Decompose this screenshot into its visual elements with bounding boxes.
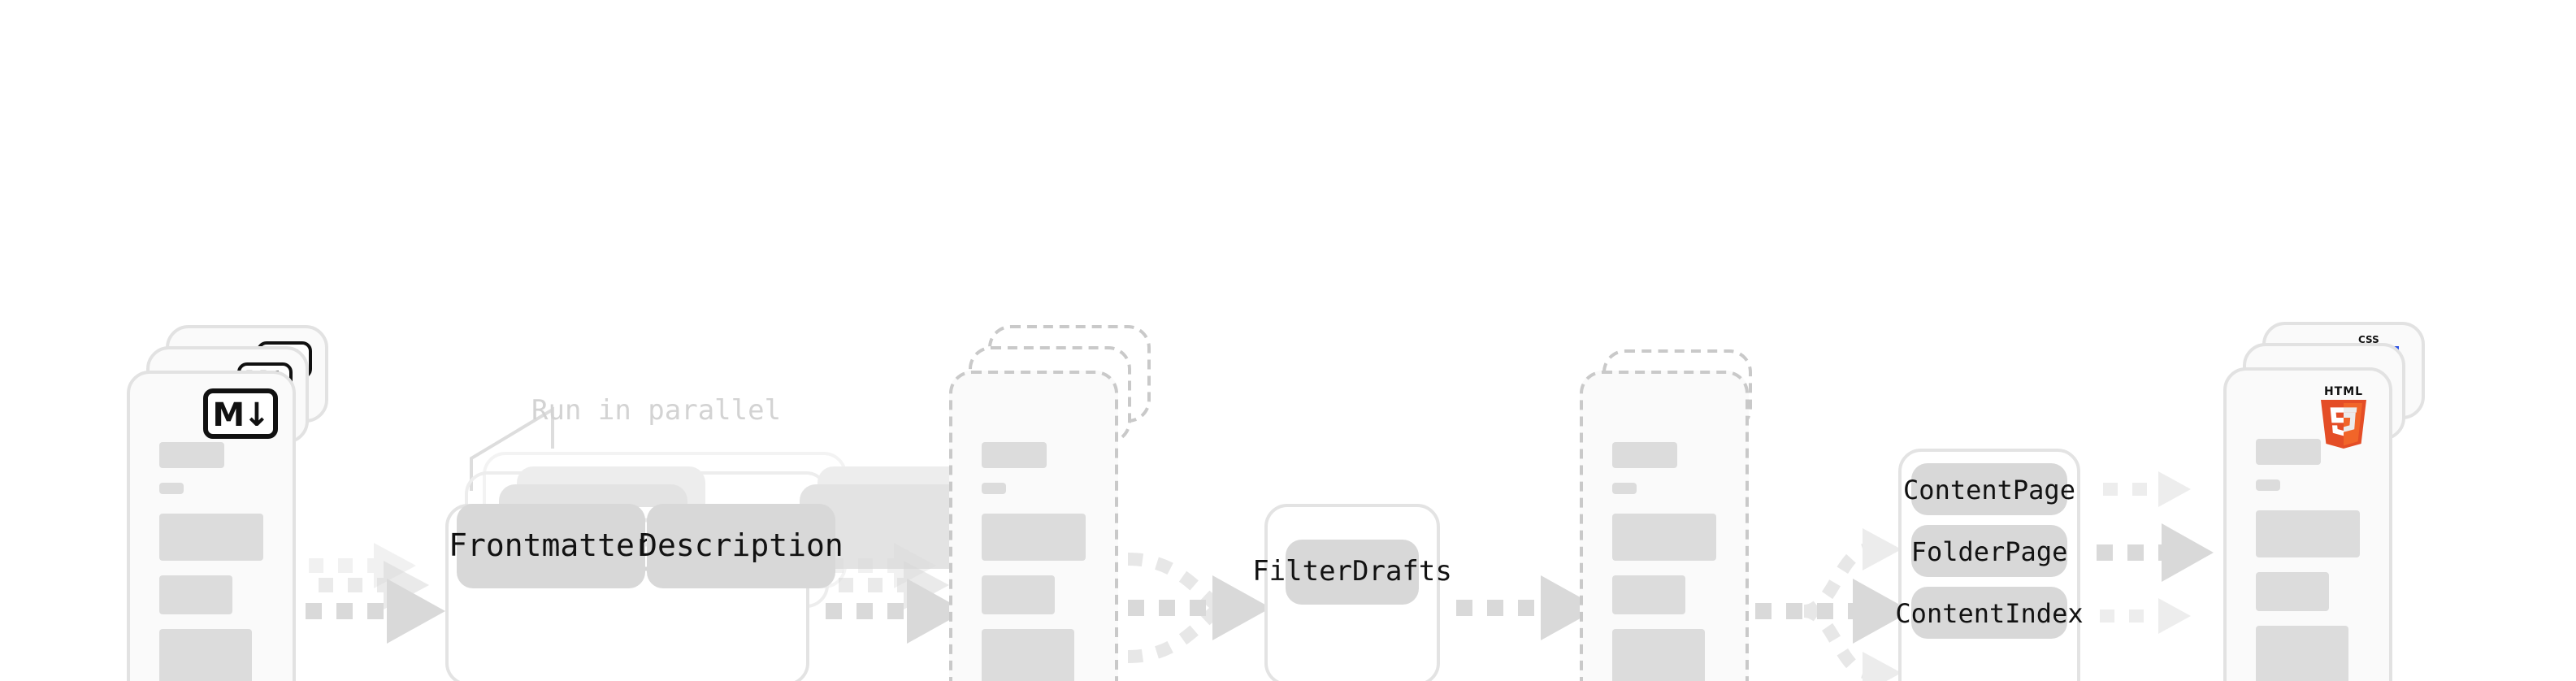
- arrow-markdown-to-transformers: [302, 536, 452, 681]
- markdown-file-card-front: M↓: [127, 371, 296, 681]
- run-in-parallel-label: Run in parallel: [531, 395, 782, 427]
- filtered-file-card-front: [1580, 371, 1749, 681]
- generated-file-card-html: HTML: [2223, 367, 2392, 681]
- arrow-filters-to-filtered: [1453, 536, 1602, 681]
- arrow-modified-to-filters: [1125, 536, 1274, 681]
- arrow-filtered-to-emitters: [1755, 517, 1918, 681]
- document-placeholder-lines: [1612, 442, 1716, 681]
- emitter-chip-contentpage[interactable]: ContentPage: [1903, 463, 2075, 515]
- transformer-chip-description[interactable]: Description: [639, 504, 843, 588]
- markdown-badge-icon: M↓: [203, 388, 278, 439]
- svg-text:HTML: HTML: [2324, 385, 2363, 398]
- document-placeholder-lines: [159, 442, 263, 681]
- html5-badge-icon: HTML: [2314, 382, 2373, 450]
- emitter-chip-folderpage[interactable]: FolderPage: [1911, 525, 2067, 577]
- modified-file-card-front: [949, 371, 1118, 681]
- arrow-transformers-to-modified: [822, 536, 972, 681]
- emitter-chip-contentindex[interactable]: ContentIndex: [1895, 587, 2084, 639]
- transformer-chip-frontmatter[interactable]: Frontmatter: [449, 504, 653, 588]
- filter-chip-filterdrafts[interactable]: FilterDrafts: [1252, 540, 1452, 605]
- run-in-parallel-bracket: [468, 403, 566, 494]
- document-placeholder-lines: [2256, 439, 2360, 681]
- arrow-emitters-to-site: [2097, 465, 2220, 676]
- document-placeholder-lines: [982, 442, 1086, 681]
